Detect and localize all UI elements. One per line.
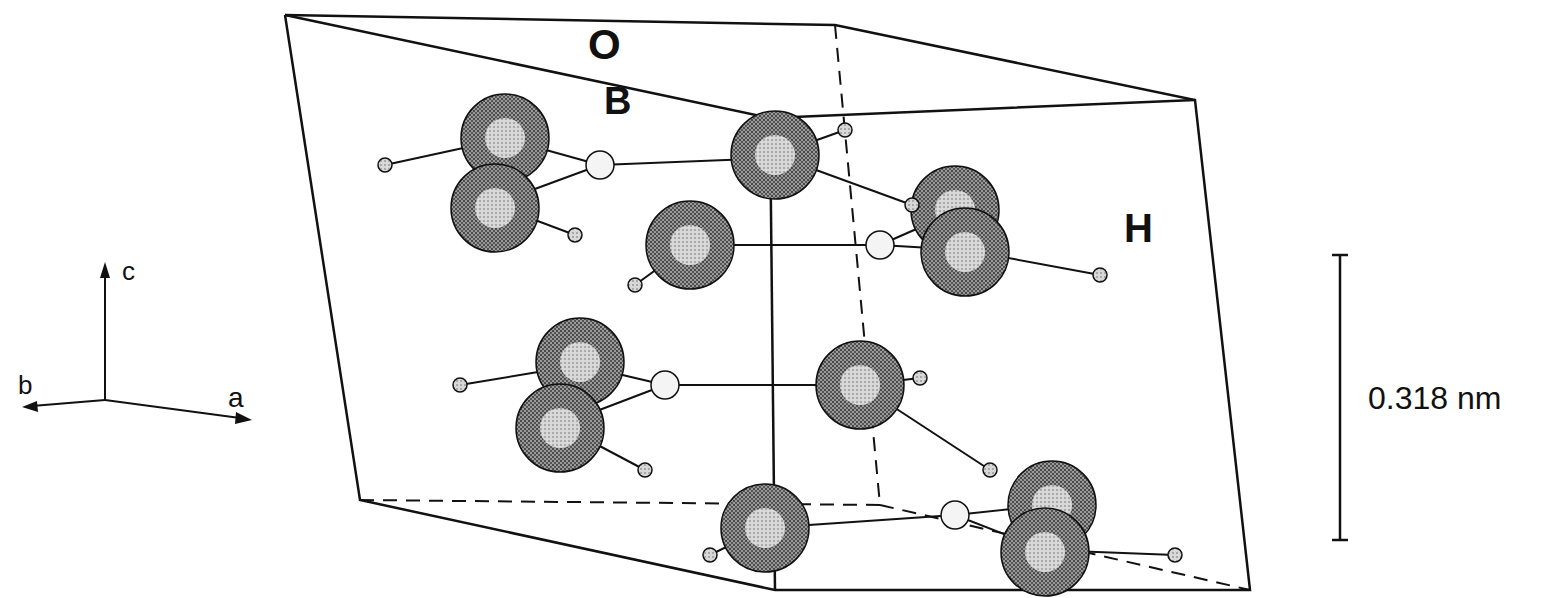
atom-label: H xyxy=(1124,208,1153,248)
atom-label: B xyxy=(604,82,631,120)
axis-label: a xyxy=(228,384,244,412)
dimension-label: 0.318 nm xyxy=(1368,382,1501,414)
axes xyxy=(22,262,252,424)
boron-atoms xyxy=(586,151,969,529)
atom-label: O xyxy=(588,24,621,66)
axis-label: b xyxy=(18,372,32,398)
axis-label: c xyxy=(122,258,135,284)
scale-bar xyxy=(1332,255,1348,540)
unit-cell xyxy=(285,15,1250,590)
hydrogen-atoms xyxy=(378,123,1182,562)
oxygen-atoms xyxy=(451,94,1096,596)
